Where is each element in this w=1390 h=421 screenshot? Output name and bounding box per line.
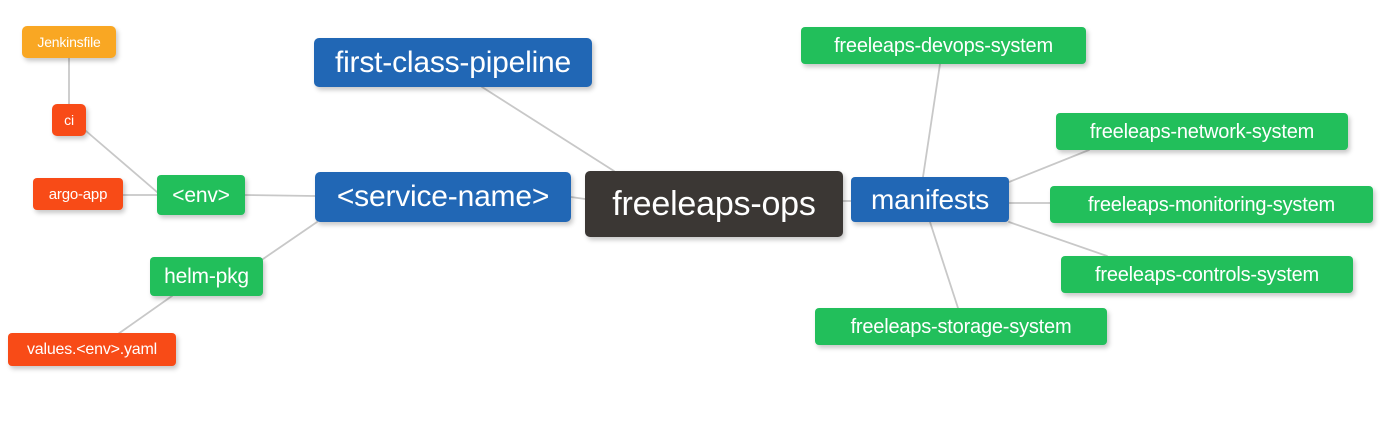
node-freeleaps-monitoring-system[interactable]: freeleaps-monitoring-system xyxy=(1050,186,1373,223)
edge-first-class-pipeline-to-freeleaps-ops xyxy=(481,86,615,172)
node-helm-pkg[interactable]: helm-pkg xyxy=(150,257,263,296)
node-label-first-class-pipeline: first-class-pipeline xyxy=(334,45,572,79)
node-label-jenkinsfile: Jenkinsfile xyxy=(37,34,101,50)
node-label-freeleaps-devops-system: freeleaps-devops-system xyxy=(834,34,1053,57)
node-argo-app[interactable]: argo-app xyxy=(33,178,123,210)
node-service-name[interactable]: <service-name> xyxy=(315,172,571,222)
node-first-class-pipeline[interactable]: first-class-pipeline xyxy=(314,38,592,87)
node-label-helm-pkg: helm-pkg xyxy=(164,265,249,288)
node-env[interactable]: <env> xyxy=(157,175,245,215)
node-label-freeleaps-network-system: freeleaps-network-system xyxy=(1089,120,1315,143)
node-jenkinsfile[interactable]: Jenkinsfile xyxy=(22,26,116,58)
edge-service-name-to-helm-pkg xyxy=(262,221,318,260)
edge-manifests-to-freeleaps-controls-system xyxy=(1008,221,1108,257)
edge-helm-pkg-to-values-yaml xyxy=(117,295,173,335)
node-label-service-name: <service-name> xyxy=(336,180,550,213)
node-values-yaml[interactable]: values.<env>.yaml xyxy=(8,333,176,366)
edge-manifests-to-freeleaps-network-system xyxy=(1008,149,1090,183)
node-label-argo-app: argo-app xyxy=(48,185,108,203)
edge-env-to-service-name xyxy=(244,194,316,197)
node-label-values-yaml: values.<env>.yaml xyxy=(26,340,157,358)
node-label-env: <env> xyxy=(172,183,230,207)
node-freeleaps-ops[interactable]: freeleaps-ops xyxy=(585,171,843,237)
node-label-ci: ci xyxy=(64,112,74,128)
node-freeleaps-storage-system[interactable]: freeleaps-storage-system xyxy=(815,308,1107,345)
node-freeleaps-controls-system[interactable]: freeleaps-controls-system xyxy=(1061,256,1353,293)
node-manifests[interactable]: manifests xyxy=(851,177,1009,222)
node-label-manifests: manifests xyxy=(870,183,990,215)
node-freeleaps-network-system[interactable]: freeleaps-network-system xyxy=(1056,113,1348,150)
node-ci[interactable]: ci xyxy=(52,104,86,136)
node-freeleaps-devops-system[interactable]: freeleaps-devops-system xyxy=(801,27,1086,64)
node-label-freeleaps-storage-system: freeleaps-storage-system xyxy=(850,315,1072,338)
node-label-freeleaps-monitoring-system: freeleaps-monitoring-system xyxy=(1088,193,1335,216)
edge-manifests-to-freeleaps-storage-system xyxy=(929,221,959,309)
node-label-freeleaps-ops: freeleaps-ops xyxy=(612,185,816,223)
edge-freeleaps-devops-system-to-manifests xyxy=(922,63,941,178)
edge-service-name-to-freeleaps-ops xyxy=(570,196,586,200)
node-label-freeleaps-controls-system: freeleaps-controls-system xyxy=(1095,263,1319,286)
